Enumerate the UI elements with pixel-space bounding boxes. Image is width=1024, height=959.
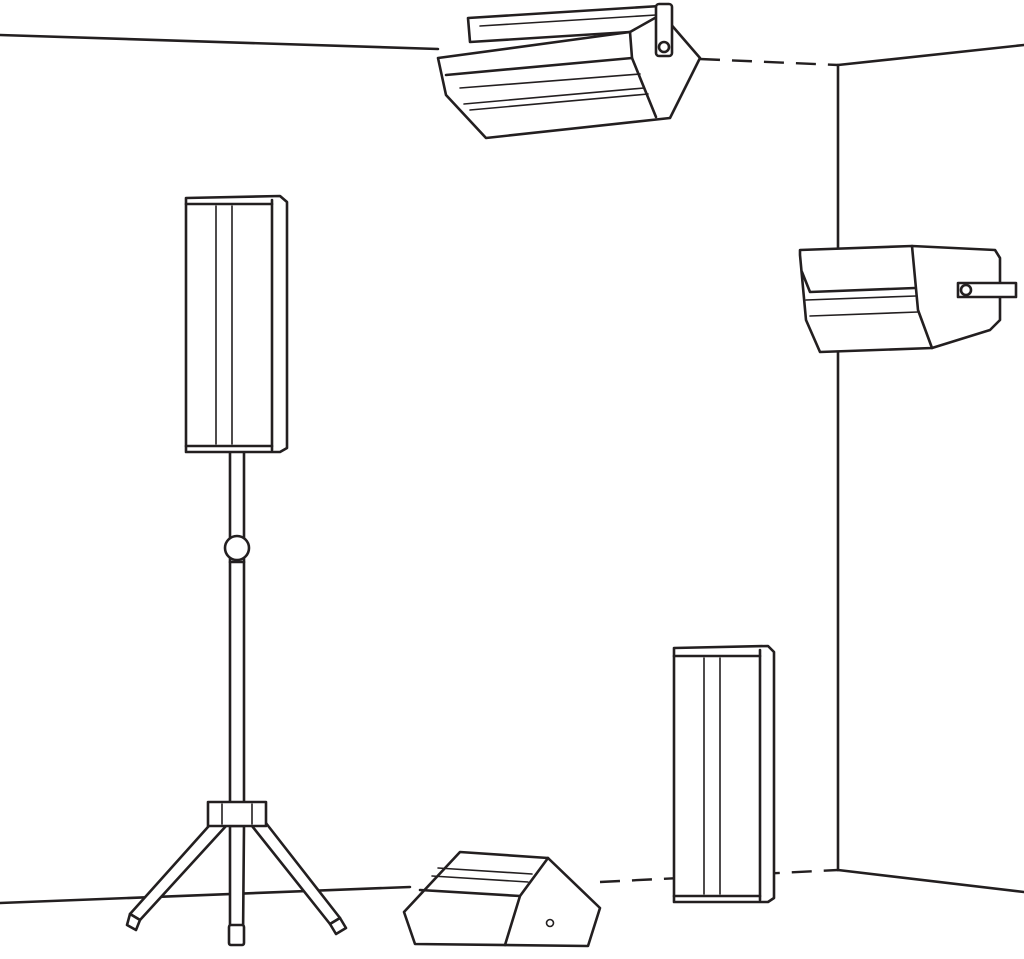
ceiling-edge-right [836,43,1024,67]
monitor-connector [545,918,555,928]
tripod-foot-center [227,923,246,947]
floor-edge-left [0,885,412,905]
wall-mounted-speaker [798,244,1018,354]
stand-pole [228,444,246,808]
column-speaker-on-tripod-stand [125,194,348,947]
stand-speaker-body [184,194,289,454]
wall-speaker-body [798,244,1002,354]
wall-mount-arm [956,281,1018,299]
tripod-foot-left [125,912,142,932]
tripod-hub [206,800,268,828]
tripod-leg-left [128,816,228,922]
ceiling-edge-left [0,33,440,51]
floor-edge-right [836,868,1024,894]
floor-monitor-wedge-speaker [402,850,602,948]
monitor-body [402,850,602,948]
floor-edge-hidden [599,868,839,884]
floor-column-speaker [672,644,776,904]
floor-column-speaker-body [672,644,776,904]
ceiling-speaker-on-bracket [436,2,702,140]
stand-height-knob [223,534,251,562]
tripod-leg-right [250,816,342,926]
bracket-knob [657,40,671,54]
room-corner-outline [0,33,1024,905]
tripod-leg-center [228,824,246,940]
wall-mount-knob [959,283,973,297]
ceiling-edge-hidden [699,57,839,67]
tripod-foot-right [328,916,348,936]
